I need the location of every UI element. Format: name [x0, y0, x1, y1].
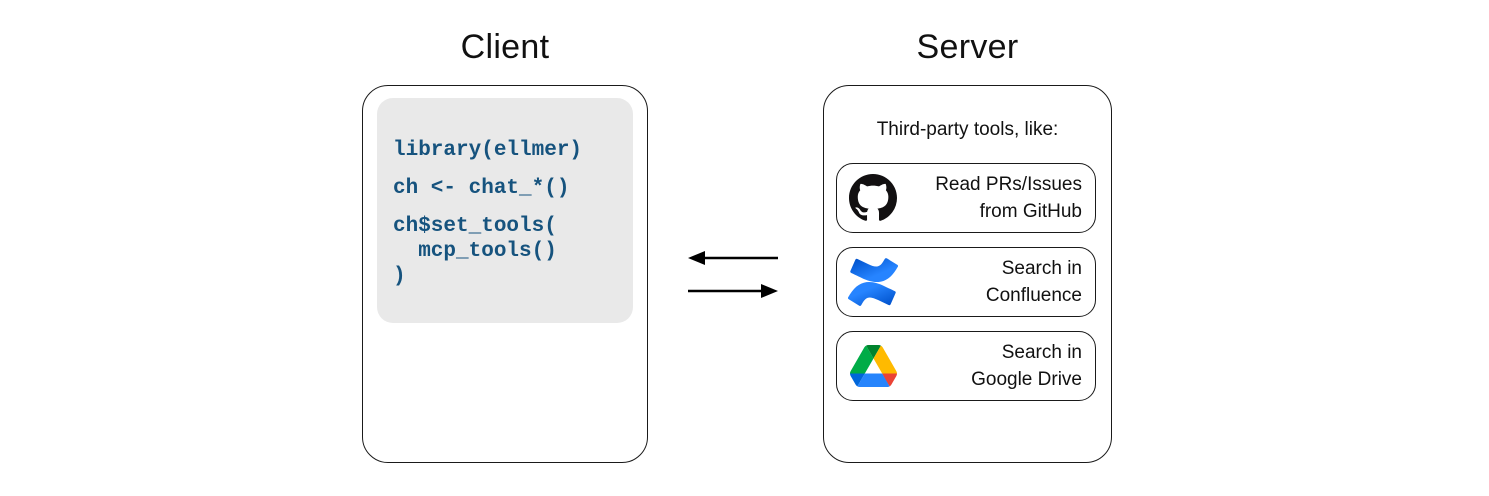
server-title: Server [916, 28, 1019, 66]
client-title: Client [460, 28, 550, 66]
server-to-client-arrow [688, 251, 778, 265]
code-line-library: library(ellmer) [393, 139, 583, 162]
tool-item-github: Read PRs/Issues from GitHub [836, 163, 1096, 233]
code-line-set-tools: ch$set_tools( mcp_tools() ) [393, 215, 557, 288]
client-code-block: library(ellmer) ch <- chat_*() ch$set_to… [377, 98, 633, 323]
client-server-arrows [688, 251, 778, 298]
server-subtitle: Third-party tools, like: [876, 119, 1059, 140]
tool-label-drive: Search in Google Drive [971, 342, 1082, 390]
github-icon [847, 174, 899, 222]
server-box: Third-party tools, like: Read PRs/Issues… [823, 85, 1112, 463]
tool-label-github: Read PRs/Issues from GitHub [935, 174, 1082, 222]
tool-label-confluence: Search in Confluence [985, 258, 1082, 306]
client-box: library(ellmer) ch <- chat_*() ch$set_to… [362, 85, 648, 463]
confluence-icon [847, 258, 899, 306]
tool-item-drive: Search in Google Drive [836, 331, 1096, 401]
code-line-chat: ch <- chat_*() [393, 177, 570, 200]
client-to-server-arrow [688, 284, 778, 298]
tool-item-confluence: Search in Confluence [836, 247, 1096, 317]
google-drive-icon [847, 345, 899, 387]
